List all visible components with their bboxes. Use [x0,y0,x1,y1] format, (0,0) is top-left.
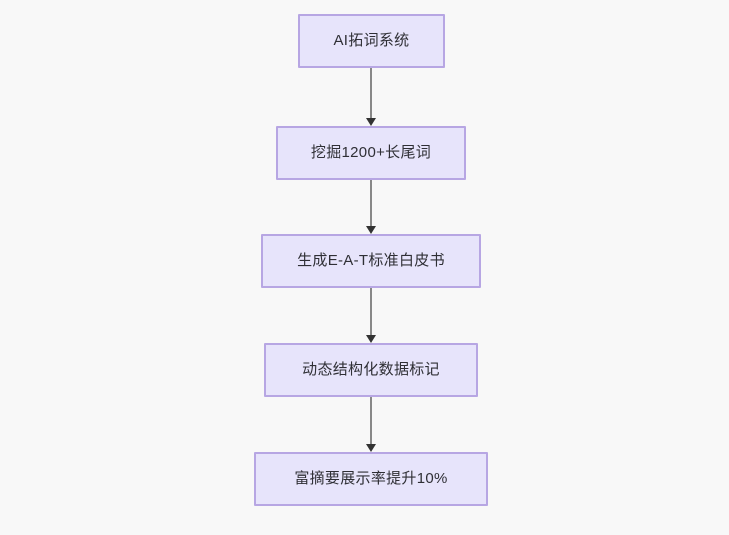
arrow-head-icon [366,335,376,343]
flow-node-label: 动态结构化数据标记 [302,361,440,378]
flow-node-rich-snippet-impression-lift[interactable]: 富摘要展示率提升10% [254,452,488,506]
connector-line [370,397,372,444]
arrow-head-icon [366,444,376,452]
arrow-head-icon [366,118,376,126]
flow-node-label: 富摘要展示率提升10% [294,470,448,487]
connector-line [370,68,372,118]
flow-node-label: AI拓词系统 [333,32,410,49]
flow-node-label: 挖掘1200+长尾词 [310,144,432,161]
connector-line [370,288,372,335]
flow-node-ai-keyword-system[interactable]: AI拓词系统 [298,14,445,68]
flow-node-label: 生成E-A-T标准白皮书 [297,252,445,269]
connector-line [370,180,372,226]
arrow-head-icon [366,226,376,234]
flow-node-mine-longtail-keywords[interactable]: 挖掘1200+长尾词 [276,126,466,180]
flow-node-dynamic-structured-data-markup[interactable]: 动态结构化数据标记 [264,343,478,397]
flow-node-generate-eat-whitepaper[interactable]: 生成E-A-T标准白皮书 [261,234,481,288]
